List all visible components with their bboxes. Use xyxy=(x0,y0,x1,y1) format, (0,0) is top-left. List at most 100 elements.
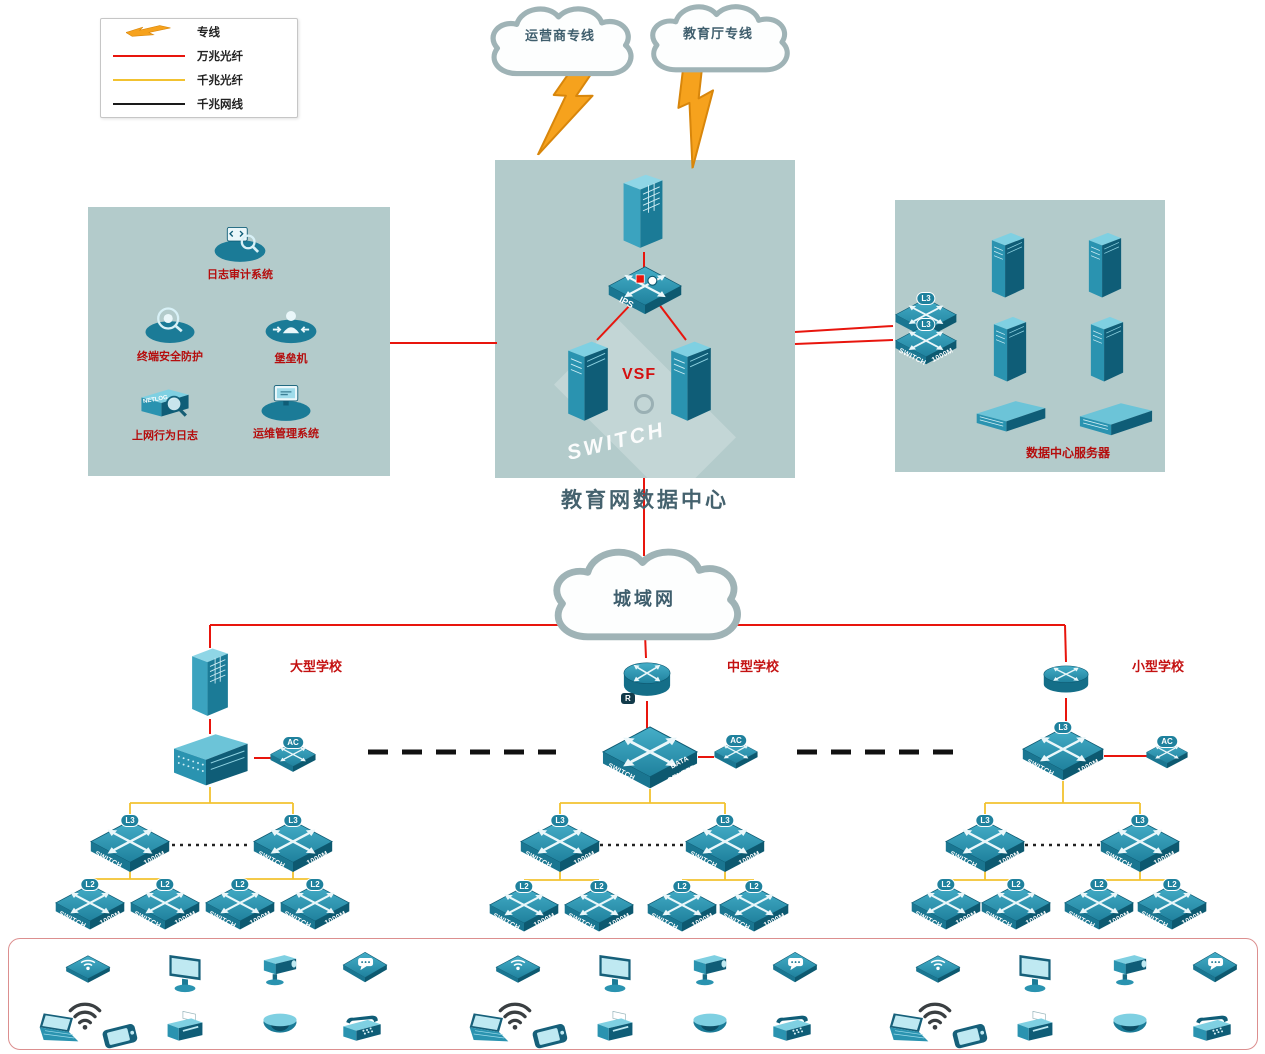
datacenter-server xyxy=(1083,230,1127,300)
legend-label: 千兆光纤 xyxy=(197,75,243,87)
bastion-host: 堡垒机 xyxy=(236,306,346,366)
desktop-monitor-icon xyxy=(1012,952,1058,995)
l2-badge: L2 xyxy=(744,880,764,893)
l2-badge: L2 xyxy=(1162,878,1182,891)
smartphone-icon xyxy=(99,1020,141,1053)
server-zone-switch-bottom: L3 SWITCH 1000M xyxy=(895,318,957,367)
datacenter-server xyxy=(988,314,1032,384)
ptz-camera-icon xyxy=(688,950,732,990)
smartphone-icon xyxy=(949,1020,991,1053)
laptop-icon xyxy=(463,1012,511,1045)
router-badge: R xyxy=(621,693,635,704)
ops-management-label: 运维管理系统 xyxy=(253,427,319,440)
endpoint-security-label: 终端安全防护 xyxy=(137,350,203,363)
border-firewall xyxy=(618,172,668,252)
log-audit-label: 日志审计系统 xyxy=(207,268,273,281)
wireless-ap-icon xyxy=(65,950,111,983)
printer-icon xyxy=(1012,1010,1058,1045)
laptop-icon xyxy=(33,1012,81,1045)
medium-school-label: 中型学校 xyxy=(726,659,779,674)
small-school-router xyxy=(1041,662,1091,698)
legend-label: 专线 xyxy=(197,27,220,39)
legend-row-1g-cable: 千兆网线 xyxy=(101,93,297,115)
carrier-cloud-label: 运营商专线 xyxy=(524,28,595,44)
medium-school-router: R xyxy=(621,658,673,704)
fiber-10g-line-icon xyxy=(101,55,197,57)
router-tower-icon xyxy=(187,646,233,719)
legend-row-1g-fiber: 千兆光纤 xyxy=(101,69,297,91)
endpoint-security-icon xyxy=(141,304,199,346)
ips-icon xyxy=(608,266,682,315)
ac-badge: AC xyxy=(1156,735,1178,748)
l2-badge: L2 xyxy=(936,878,956,891)
l3-badge: L3 xyxy=(1053,721,1073,734)
datacenter-rack-server xyxy=(1075,400,1157,438)
ptz-camera-icon xyxy=(1108,950,1152,990)
l2-badge: L2 xyxy=(672,880,692,893)
ac-badge: AC xyxy=(725,734,747,747)
vsf-label: VSF xyxy=(622,366,657,383)
smartphone-icon xyxy=(529,1020,571,1053)
desktop-monitor-icon xyxy=(162,952,208,995)
net-behavior-log-label: 上网行为日志 xyxy=(132,429,198,442)
log-audit-icon xyxy=(211,222,269,264)
desktop-monitor-icon xyxy=(592,952,638,995)
server-icon xyxy=(664,338,718,424)
l3-badge: L3 xyxy=(916,318,936,331)
l2-badge: L2 xyxy=(230,878,250,891)
legend-row-dedicated-line: 专线 xyxy=(101,21,297,43)
printer-icon xyxy=(162,1010,208,1045)
router-icon xyxy=(1041,662,1091,698)
net-behavior-log-system: NETLOG 上网行为日志 xyxy=(110,383,220,443)
core-chassis-icon xyxy=(166,731,254,787)
lightning-icon xyxy=(101,24,197,40)
ptz-camera-icon xyxy=(258,950,302,990)
endpoint-security-system: 终端安全防护 xyxy=(115,304,225,364)
dome-camera-icon xyxy=(1111,1012,1149,1045)
large-school-label: 大型学校 xyxy=(289,659,342,674)
carrier-line-cloud: 运营商专线 xyxy=(478,2,642,91)
legend-label: 万兆光纤 xyxy=(197,51,243,63)
l2-badge: L2 xyxy=(1089,878,1109,891)
l2-badge: L2 xyxy=(514,880,534,893)
im-chat-icon xyxy=(772,950,818,983)
wireless-ap-icon xyxy=(495,950,541,983)
medium-school-ac-controller: AC xyxy=(714,734,758,769)
bastion-host-icon xyxy=(262,306,320,348)
server-zone-switch-top: L3 xyxy=(895,292,957,339)
datacenter-title: 教育网数据中心 xyxy=(561,488,729,512)
education-cloud-label: 教育厅专线 xyxy=(682,25,753,41)
telephone-icon xyxy=(1189,1012,1235,1045)
server-icon xyxy=(561,338,615,424)
l3-badge: L3 xyxy=(715,814,735,827)
datacenter-rack-server xyxy=(972,398,1050,434)
small-school-ac-controller: AC xyxy=(1146,735,1188,769)
small-school-core-switch: L3 SWITCH 1000M xyxy=(1022,721,1104,781)
l2-badge: L2 xyxy=(305,878,325,891)
core-server-left xyxy=(561,338,615,424)
small-school-label: 小型学校 xyxy=(1131,659,1184,674)
telephone-icon xyxy=(769,1012,815,1045)
l3-badge: L3 xyxy=(975,814,995,827)
legend-label: 千兆网线 xyxy=(197,99,243,111)
bastion-host-label: 堡垒机 xyxy=(274,352,308,365)
l3-badge: L3 xyxy=(916,292,936,305)
ops-management-system: 运维管理系统 xyxy=(231,381,341,441)
l2-badge: L2 xyxy=(80,878,100,891)
datacenter-server xyxy=(1085,314,1129,384)
large-school-ac-controller: AC xyxy=(270,736,316,772)
server-zone-title: 数据中心服务器 xyxy=(1025,446,1110,460)
